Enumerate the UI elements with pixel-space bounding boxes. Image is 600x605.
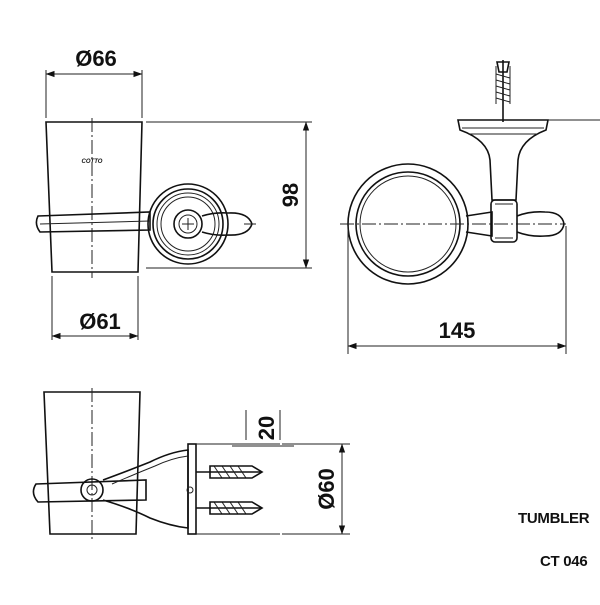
anchor-screw — [196, 501, 264, 515]
product-code: CT 046 — [540, 553, 587, 570]
dim-mount-diameter: Ø60 — [314, 468, 339, 510]
brand-mark: COTTO — [82, 159, 103, 165]
top-view: 145 — [340, 60, 600, 354]
dim-height: 98 — [278, 183, 303, 207]
dim-projection: 145 — [439, 318, 476, 343]
product-name: TUMBLER — [518, 510, 590, 527]
side-view: 20 Ø60 — [32, 388, 350, 540]
anchor-screw — [196, 465, 264, 479]
dim-top-diameter: Ø66 — [75, 46, 117, 71]
dim-wall-offset: 20 — [254, 416, 279, 440]
front-view: COTTO Ø66 Ø61 98 — [35, 46, 312, 340]
dim-base-diameter: Ø61 — [79, 309, 121, 334]
